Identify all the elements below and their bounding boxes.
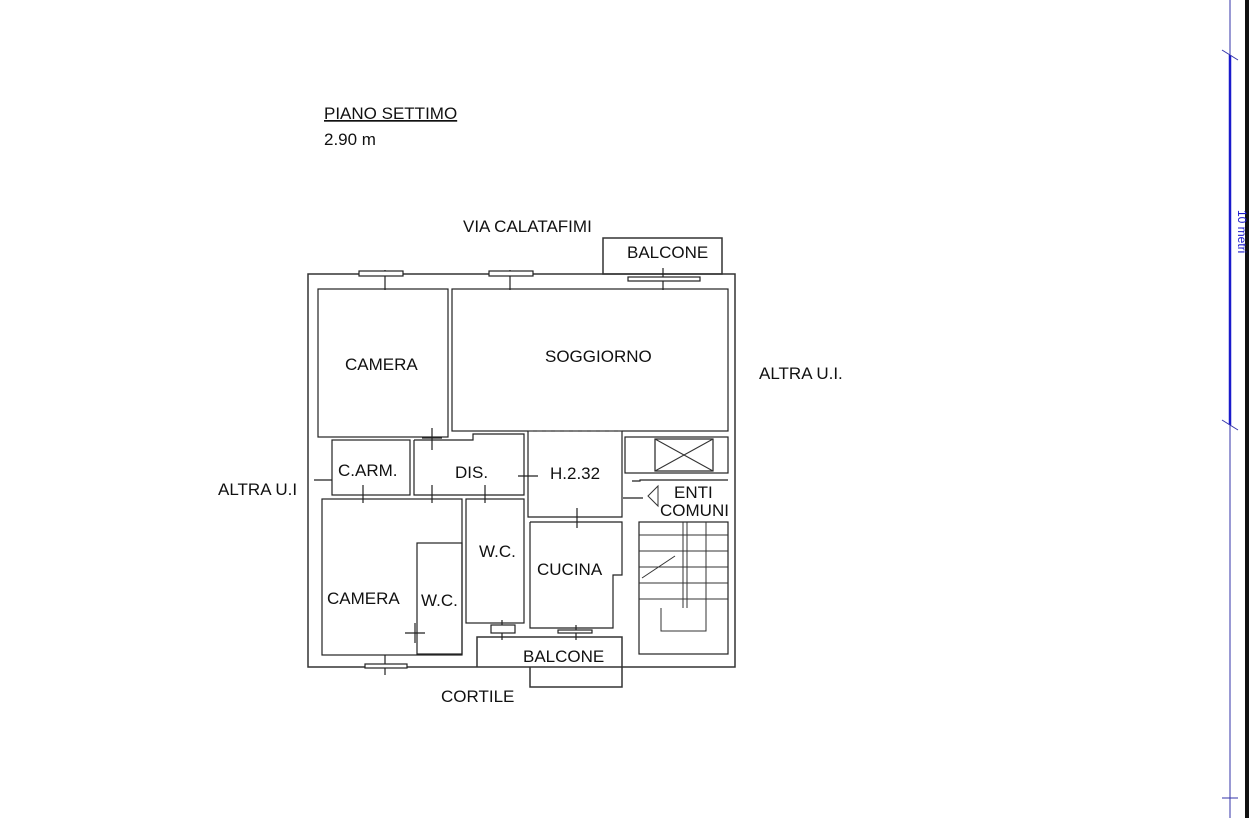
camera-1-label: CAMERA — [345, 355, 418, 374]
room-dis — [413, 433, 525, 496]
dis-label: DIS. — [455, 463, 488, 482]
room-cucina — [529, 521, 623, 629]
street-label: VIA CALATAFIMI — [463, 217, 592, 236]
comuni-label: COMUNI — [660, 501, 729, 520]
elevator-shaft — [624, 436, 729, 474]
room-camera-2 — [321, 498, 463, 656]
c-arm-label: C.ARM. — [338, 461, 398, 480]
soggiorno-label: SOGGIORNO — [545, 347, 652, 366]
h232-label: H.2.32 — [550, 464, 600, 483]
enti-label: ENTI — [674, 483, 713, 502]
wc-1-label: W.C. — [479, 542, 516, 561]
scale-bar: 10 metri — [1221, 0, 1249, 818]
altra-ui-left-label: ALTRA U.I — [218, 480, 297, 499]
altra-ui-right-label: ALTRA U.I. — [759, 364, 843, 383]
room-c-arm — [331, 439, 411, 496]
cortile-label: CORTILE — [441, 687, 514, 706]
balcony-bottom-outline — [476, 636, 623, 688]
room-h232 — [527, 431, 623, 518]
cucina-label: CUCINA — [537, 560, 603, 579]
balcony-bottom-label: BALCONE — [523, 647, 604, 666]
floor-height: 2.90 m — [324, 130, 376, 149]
camera-2-label: CAMERA — [327, 589, 400, 608]
room-wc-1 — [465, 498, 525, 624]
balcony-top-label: BALCONE — [627, 243, 708, 262]
scale-label: 10 metri — [1235, 210, 1249, 253]
wc-2-label: W.C. — [421, 591, 458, 610]
openings — [358, 268, 701, 675]
room-wc-2 — [416, 542, 463, 655]
room-camera-1 — [317, 288, 449, 438]
walls — [307, 237, 736, 688]
floor-title: PIANO SETTIMO — [324, 104, 457, 123]
room-soggiorno — [451, 288, 729, 432]
